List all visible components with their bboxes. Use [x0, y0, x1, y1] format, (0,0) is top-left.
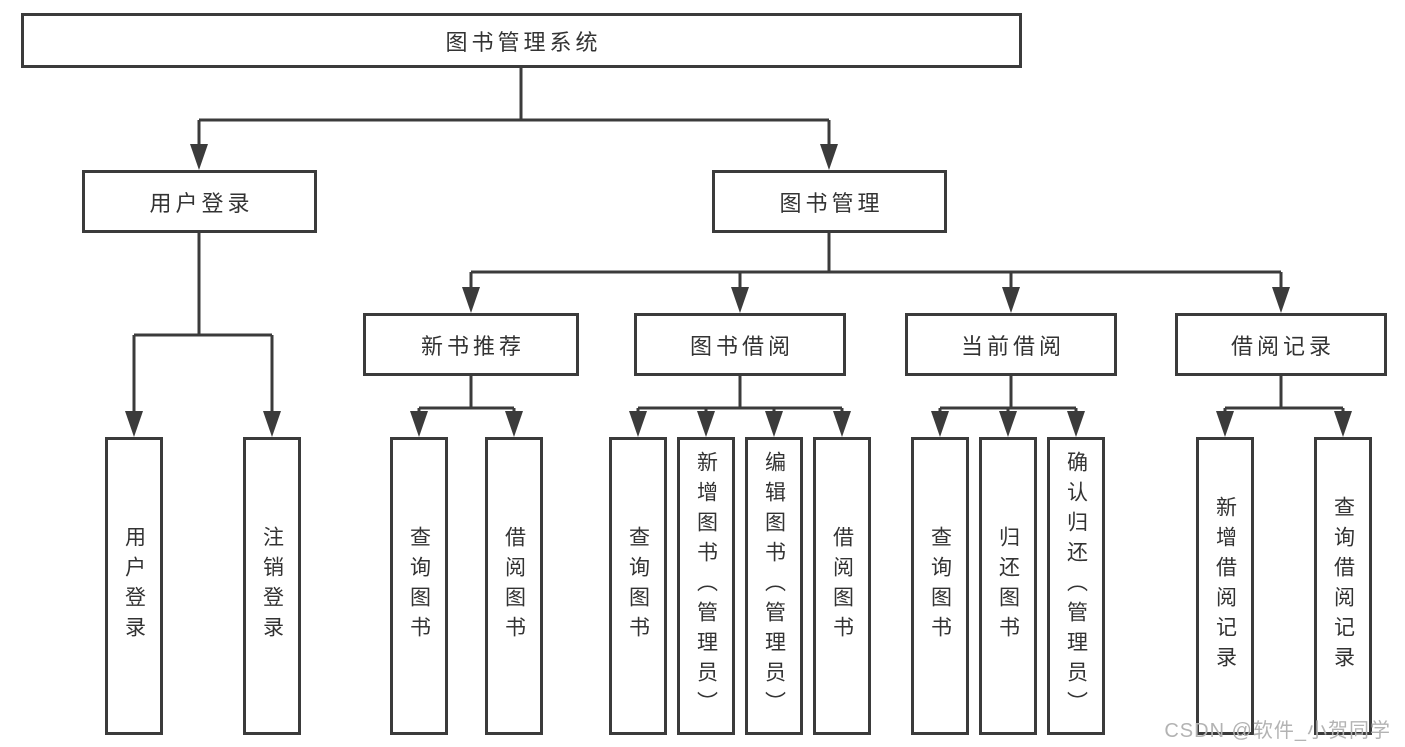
node-label: 借阅图书 [830, 526, 854, 646]
node-label: 编辑图书（管理员） [762, 451, 786, 721]
arrowhead [731, 287, 749, 313]
arrowhead [820, 144, 838, 170]
node-return-books: 归还图书 [979, 437, 1037, 735]
node-label: 用户登录 [149, 190, 254, 216]
node-label: 新增图书（管理员） [694, 451, 718, 721]
node-label: 查询借阅记录 [1331, 496, 1355, 676]
node-label: 新增借阅记录 [1213, 496, 1237, 676]
connector-book-borrow-children [636, 376, 844, 413]
node-logout-action: 注销登录 [243, 437, 301, 735]
node-borrow-books-recommend: 借阅图书 [485, 437, 543, 735]
arrowhead [629, 411, 647, 437]
arrowhead [462, 287, 480, 313]
node-label: 用户登录 [122, 526, 146, 646]
node-edit-books-admin: 编辑图书（管理员） [745, 437, 803, 735]
arrowhead [263, 411, 281, 437]
node-book-borrow: 图书借阅 [634, 313, 846, 376]
node-query-books-borrow: 查询图书 [609, 437, 667, 735]
node-current-borrow: 当前借阅 [905, 313, 1117, 376]
connector-user-login-children [132, 233, 274, 413]
node-label: 图书管理系统 [445, 29, 602, 55]
node-label: 注销登录 [260, 526, 284, 646]
arrowhead [765, 411, 783, 437]
node-borrow-books: 借阅图书 [813, 437, 871, 735]
arrowhead [931, 411, 949, 437]
node-borrow-records: 借阅记录 [1175, 313, 1387, 376]
node-library-management-system: 图书管理系统 [21, 13, 1022, 68]
arrowhead [697, 411, 715, 437]
arrowhead [410, 411, 428, 437]
node-label: 图书借阅 [689, 333, 794, 359]
connector-root-to-level2 [197, 68, 831, 146]
node-add-borrow-record: 新增借阅记录 [1196, 437, 1254, 735]
node-label: 借阅记录 [1230, 333, 1335, 359]
arrowhead [1334, 411, 1352, 437]
node-label: 当前借阅 [960, 333, 1065, 359]
node-book-management: 图书管理 [712, 170, 947, 233]
node-label: 新书推荐 [420, 333, 525, 359]
node-label: 图书管理 [779, 190, 884, 216]
node-query-books-current: 查询图书 [911, 437, 969, 735]
arrowhead [1216, 411, 1234, 437]
node-query-borrow-record: 查询借阅记录 [1314, 437, 1372, 735]
node-new-book-recommend: 新书推荐 [363, 313, 579, 376]
arrowhead [505, 411, 523, 437]
node-confirm-return-admin: 确认归还（管理员） [1047, 437, 1105, 735]
arrowhead [190, 144, 208, 170]
node-label: 查询图书 [928, 526, 952, 646]
arrowhead [1002, 287, 1020, 313]
node-user-login-action: 用户登录 [105, 437, 163, 735]
csdn-watermark: CSDN @软件_小贺同学 [1164, 720, 1391, 742]
arrowhead [999, 411, 1017, 437]
connector-new-book-recommend-children [417, 376, 516, 413]
arrowhead [1067, 411, 1085, 437]
node-query-books-recommend: 查询图书 [390, 437, 448, 735]
node-label: 查询图书 [626, 526, 650, 646]
node-label: 确认归还（管理员） [1064, 451, 1088, 721]
node-label: 归还图书 [996, 526, 1020, 646]
arrowhead [833, 411, 851, 437]
connector-current-borrow-children [938, 376, 1078, 413]
node-add-books-admin: 新增图书（管理员） [677, 437, 735, 735]
arrowhead [1272, 287, 1290, 313]
connector-borrow-records-children [1223, 376, 1345, 413]
connector-book-management-children [469, 233, 1283, 289]
node-label: 借阅图书 [502, 526, 526, 646]
arrowhead [125, 411, 143, 437]
node-label: 查询图书 [407, 526, 431, 646]
node-user-login: 用户登录 [82, 170, 317, 233]
